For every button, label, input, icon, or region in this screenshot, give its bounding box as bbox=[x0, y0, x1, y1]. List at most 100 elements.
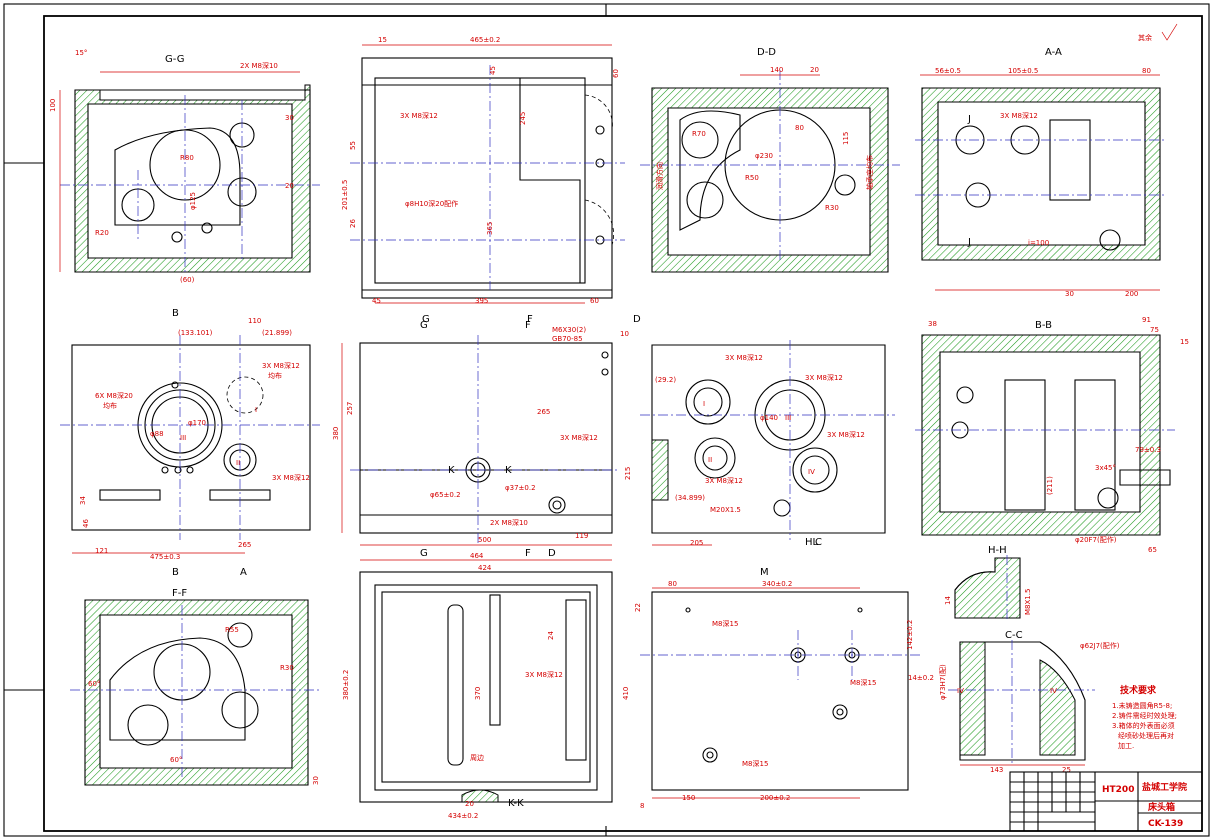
front-note-m8: 3X M8深12 bbox=[560, 433, 598, 442]
ff-dim-r55: R55 bbox=[225, 626, 239, 634]
mid-dim-133: (133.101) bbox=[178, 329, 213, 337]
mid-label-ii: II bbox=[236, 459, 240, 467]
bot-note-m8: 3X M8深12 bbox=[525, 670, 563, 679]
marker-f: F bbox=[527, 314, 533, 325]
gg-dim-15deg: 15° bbox=[75, 49, 87, 57]
aa-dim-i100: i=100 bbox=[1028, 239, 1049, 247]
top-dim-365: 365 bbox=[486, 222, 494, 235]
mid-dim-phi170: φ170 bbox=[188, 419, 206, 427]
top-dim-45b: 45 bbox=[372, 297, 381, 305]
front-dim-500: 500 bbox=[478, 536, 491, 544]
marker-g: G bbox=[422, 314, 430, 325]
title-drawing-code: CK-139 bbox=[1148, 819, 1183, 829]
m-dim-340: 340±0.2 bbox=[762, 580, 792, 588]
gg-dim-phi125: φ125 bbox=[189, 192, 197, 210]
view-label-k-k: K-K bbox=[508, 798, 524, 809]
mid-note-m8-20: 6X M8深20 bbox=[95, 391, 133, 400]
gg-dim-30: 30 bbox=[285, 114, 294, 122]
side-dim-m20: M20X1.5 bbox=[710, 506, 741, 514]
aa-dim-200: 200 bbox=[1125, 290, 1138, 298]
view-label-g-g: G-G bbox=[165, 54, 184, 65]
side-dim-phi140: φ140 bbox=[760, 414, 778, 422]
m-note-m8: M8深15 bbox=[712, 619, 738, 628]
gg-dim-100: 100 bbox=[49, 99, 57, 112]
view-a-a: A-A 56±0.5 105±0.5 80 200 30 i=100 3X M8… bbox=[915, 47, 1165, 298]
bot-dim-410: 410 bbox=[622, 687, 630, 700]
tech-req-item-5: 加工. bbox=[1118, 741, 1134, 750]
front-dim-119: 119 bbox=[575, 532, 588, 540]
front-letter-g2: G bbox=[420, 548, 428, 559]
side-label-iii: III bbox=[785, 414, 791, 422]
view-label-c-c: C-C bbox=[1005, 630, 1023, 641]
mid-label-i: I bbox=[255, 406, 257, 414]
mid-letter-b2: B bbox=[172, 567, 179, 578]
bot-dim-464: 464 bbox=[470, 552, 484, 560]
aa-dim-105: 105±0.5 bbox=[1008, 67, 1038, 75]
side-letter-hl: HL bbox=[805, 537, 819, 548]
view-g-g: G-G 15° 100 30 20 (60) R80 R20 φ125 2X M… bbox=[49, 49, 320, 284]
bot-dim-380: 380±0.2 bbox=[342, 670, 350, 700]
bb-dim-15: 15 bbox=[1180, 338, 1189, 346]
ff-dim-30: 30 bbox=[312, 776, 320, 785]
bot-dim-20: 20 bbox=[465, 800, 474, 808]
top-dim-395: 395 bbox=[475, 297, 488, 305]
title-school: 盐城工学院 bbox=[1142, 781, 1187, 793]
mid-dim-121: 121 bbox=[95, 547, 108, 555]
side-dim-348: (34.899) bbox=[675, 494, 705, 502]
tech-req-item-2: 2.铸件需经时效处理; bbox=[1112, 711, 1177, 720]
section-markers: G F D J J bbox=[422, 114, 971, 325]
top-note-phi8: φ8H10深20配作 bbox=[405, 199, 458, 208]
tech-req-title: 技术要求 bbox=[1120, 684, 1157, 696]
bb-dim-91: 91 bbox=[1142, 316, 1151, 324]
mid-note-m8-12b: 3X M8深12 bbox=[272, 473, 310, 482]
aa-dim-80: 80 bbox=[1142, 67, 1151, 75]
mid-dim-265: 265 bbox=[238, 541, 251, 549]
technical-requirements: 技术要求 1.未铸造圆角R5-8; 2.铸件需经时效处理; 3.箱体的外表面必须… bbox=[1112, 684, 1177, 750]
view-label-h-h: H-H bbox=[988, 545, 1007, 556]
dd-dim-80: 80 bbox=[795, 124, 804, 132]
title-material: HT200 bbox=[1102, 785, 1134, 795]
side-label-ii: II bbox=[708, 456, 712, 464]
view-d-d: D-D 140 20 80 115 R70 R50 φ230 R30 润滑方向 … bbox=[640, 47, 900, 273]
bb-dim-phi20: φ20F7(配作) bbox=[1075, 535, 1117, 544]
view-m: M 80 340±0.2 22 142±0.2 14±0.2 150 200±0… bbox=[634, 567, 934, 810]
ff-dim-r30: R30 bbox=[280, 664, 294, 672]
ff-dim-60b: 60° bbox=[170, 756, 182, 764]
roughness-note: 其余 bbox=[1138, 23, 1178, 42]
bb-dim-75: 75 bbox=[1150, 326, 1159, 334]
front-letter-d: D bbox=[548, 548, 556, 559]
cc-dim-143: 143 bbox=[990, 766, 1003, 774]
m-dim-14: 14±0.2 bbox=[908, 674, 934, 682]
bot-dim-24: 24 bbox=[547, 631, 555, 640]
top-dim-60: 60 bbox=[612, 69, 620, 78]
cc-dim-phi73: φ73H7(配) bbox=[939, 664, 947, 700]
view-label-b-b: B-B bbox=[1035, 320, 1052, 331]
mid-dim-475: 475±0.3 bbox=[150, 553, 180, 561]
bb-dim-3x: 3x45° bbox=[1095, 464, 1116, 472]
side-label-i: I bbox=[703, 400, 705, 408]
top-dim-201: 201±0.5 bbox=[341, 180, 349, 210]
m-dim-22: 22 bbox=[634, 603, 642, 612]
ff-dim-60: 60° bbox=[88, 680, 100, 688]
gg-note-m8-10: 2X M8深10 bbox=[240, 61, 278, 70]
top-dim-60b: 60 bbox=[590, 297, 599, 305]
bot-note-weld: 周边 bbox=[470, 753, 484, 762]
cc-dim-phi62: φ62J7(配作) bbox=[1080, 641, 1120, 650]
top-dim-55: 55 bbox=[349, 141, 357, 150]
top-dim-465: 465±0.2 bbox=[470, 36, 500, 44]
dd-dim-20: 20 bbox=[810, 66, 819, 74]
side-note-m8c: 3X M8深12 bbox=[827, 430, 865, 439]
view-f-f: F-F 60° 60° R55 R30 30 bbox=[70, 588, 320, 786]
side-note-m8: 3X M8深12 bbox=[725, 353, 763, 362]
top-dim-245: 245 bbox=[519, 112, 527, 125]
side-note-m8d: 3X M8深12 bbox=[705, 476, 743, 485]
view-bottom: 464 424 380±0.2 410 370 24 434±0.2 20 周边… bbox=[342, 552, 630, 820]
view-top: 465±0.2 15 45 60 245 365 395 45 60 201±0… bbox=[341, 36, 625, 305]
roughness-note-text: 其余 bbox=[1138, 33, 1152, 42]
front-dim-gb: GB70-85 bbox=[552, 335, 583, 343]
mid-note-even: 均布 bbox=[103, 401, 117, 410]
tech-req-item-3: 3.箱体的外表面必须 bbox=[1112, 721, 1175, 730]
top-note-m8: 3X M8深12 bbox=[400, 111, 438, 120]
mid-note-even-2: 均布 bbox=[268, 371, 282, 380]
mid-dim-46: 46 bbox=[82, 519, 90, 528]
